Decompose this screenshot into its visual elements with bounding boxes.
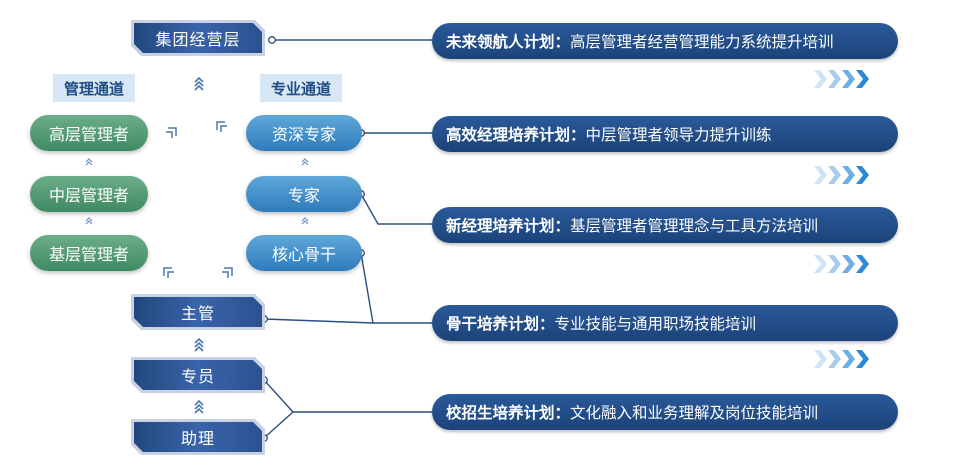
level-supervisor-label: 主管 [134, 297, 262, 327]
pro-senior-expert-pill: 资深专家 [246, 115, 362, 151]
plan-2-name: 高效经理培养计划： [446, 126, 586, 144]
plan-3-name: 新经理培养计划： [446, 217, 571, 235]
mgmt-junior-pill: 基层管理者 [30, 235, 148, 271]
plan-bar-5: 校招生培养计划： 文化融入和业务理解及岗位技能培训 [432, 394, 898, 430]
plan-4-name: 骨干培养计划： [446, 315, 555, 333]
level-supervisor-tab: 主管 [131, 294, 265, 330]
chevron-right-icon [814, 166, 869, 184]
plan-5-name: 校招生培养计划： [446, 404, 571, 422]
pro-core-pill: 核心骨干 [246, 235, 362, 271]
management-track-title: 管理通道 [53, 74, 135, 102]
pro-expert-pill: 专家 [246, 176, 362, 212]
mgmt-senior-pill: 高层管理者 [30, 115, 148, 151]
plan-2-desc: 中层管理者领导力提升训练 [585, 126, 772, 144]
plan-bar-2: 高效经理培养计划： 中层管理者领导力提升训练 [432, 116, 898, 152]
plan-4-desc: 专业技能与通用职场技能培训 [554, 315, 757, 333]
chevron-right-icon [814, 255, 869, 273]
level-assistant-label: 助理 [134, 422, 262, 452]
plan-1-name: 未来领航人计划： [446, 33, 571, 51]
plan-bar-4: 骨干培养计划： 专业技能与通用职场技能培训 [432, 305, 898, 341]
level-assistant-tab: 助理 [131, 419, 265, 455]
plan-5-desc: 文化融入和业务理解及岗位技能培训 [570, 404, 819, 422]
level-top-label: 集团经营层 [134, 23, 262, 53]
plan-bar-1: 未来领航人计划： 高层管理者经营管理能力系统提升培训 [432, 23, 898, 59]
level-top-tab: 集团经营层 [131, 20, 265, 56]
plan-1-desc: 高层管理者经营管理能力系统提升培训 [570, 33, 834, 51]
chevron-right-icon [814, 70, 869, 88]
plan-3-desc: 基层管理者管理理念与工具方法培训 [570, 217, 819, 235]
level-specialist-tab: 专员 [131, 357, 265, 393]
professional-track-title: 专业通道 [260, 74, 342, 102]
plan-bar-3: 新经理培养计划： 基层管理者管理理念与工具方法培训 [432, 207, 898, 243]
mgmt-middle-pill: 中层管理者 [30, 176, 148, 212]
chevron-right-icon [814, 350, 869, 368]
level-specialist-label: 专员 [134, 360, 262, 390]
